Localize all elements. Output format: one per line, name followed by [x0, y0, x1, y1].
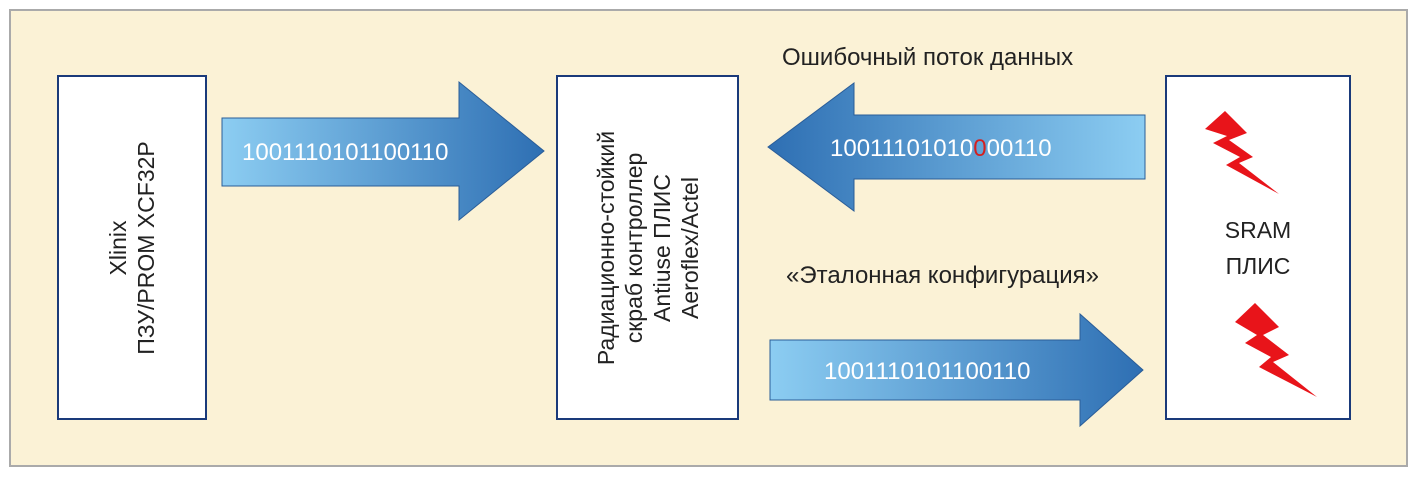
- lightning-bolt-icon: [1205, 111, 1279, 194]
- sram-box-line: SRAM: [1224, 216, 1292, 243]
- rom-box-line: Xlinix: [105, 220, 131, 275]
- sram-box: SRAM ПЛИС: [1165, 75, 1351, 420]
- controller-box-line: Antiuse ПЛИС: [648, 173, 675, 322]
- bits-after-error: 00110: [987, 135, 1052, 162]
- arrow-bits: 1001110101100110: [824, 358, 1030, 385]
- rom-box: Xlinix ПЗУ/PROM XCF32P: [57, 75, 207, 420]
- sram-box-line: ПЛИС: [1225, 252, 1291, 279]
- error-bit: 0: [973, 135, 986, 162]
- rom-box-line: ПЗУ/PROM XCF32P: [133, 140, 159, 355]
- reference-config-label: «Эталонная конфигурация»: [786, 262, 1100, 289]
- arrow-rom-to-controller: 1001110101100110: [221, 80, 545, 222]
- controller-box-line: Радиационно-стойкий: [592, 130, 619, 365]
- lightning-layer: [1205, 111, 1317, 397]
- arrow-controller-to-sram: 1001110101100110: [769, 312, 1144, 428]
- controller-box-text: Радиационно-стойкий скраб контроллер Ant…: [592, 130, 704, 364]
- error-stream-label: Ошибочный поток данных: [782, 44, 1074, 71]
- arrow-bits: 1001110101100110: [242, 139, 448, 166]
- arrow-sram-to-controller: 10011101010000110: [767, 82, 1146, 212]
- sram-box-text: SRAM ПЛИС: [1167, 212, 1349, 284]
- lightning-bolt-icon: [1235, 303, 1317, 397]
- controller-box-line: скраб контроллер: [620, 152, 647, 343]
- controller-box-line: Aeroflex/Actel: [676, 176, 703, 319]
- rom-box-text: Xlinix ПЗУ/PROM XCF32P: [104, 141, 160, 354]
- arrow-bits: 10011101010000110: [830, 135, 1052, 162]
- bits-before-error: 10011101010: [830, 135, 973, 162]
- controller-box: Радиационно-стойкий скраб контроллер Ant…: [556, 75, 739, 420]
